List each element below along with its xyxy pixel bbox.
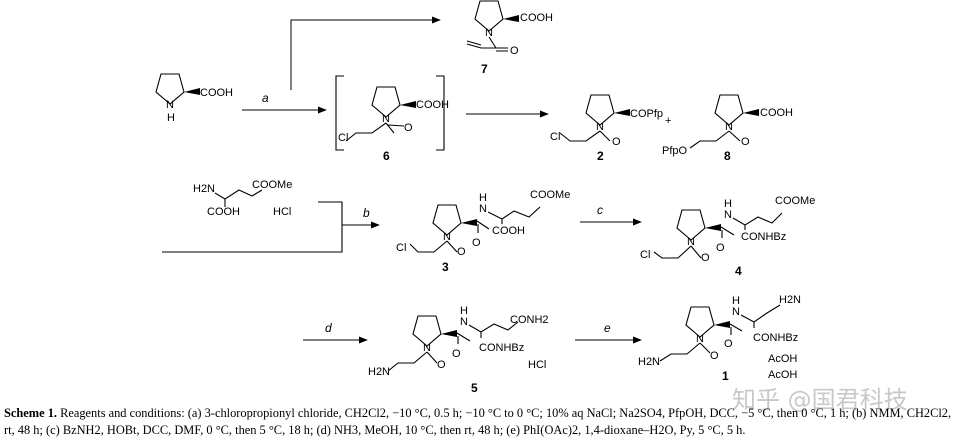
label-n: N (696, 333, 704, 345)
compound-number-2: 2 (597, 149, 604, 163)
label-coome: COOMe (252, 179, 292, 191)
label-n: N (596, 121, 604, 133)
compound-proline: COOH N H (155, 73, 233, 124)
reaction-scheme: COOH N O 7 COOH N H a COOH N O Cl 6 (155, 0, 815, 395)
caption-label: Scheme 1. (4, 406, 57, 420)
label-n: N (732, 306, 740, 318)
label-o: O (710, 350, 719, 362)
label-conh2: CONH2 (510, 314, 549, 326)
label-h2n: H2N (368, 366, 390, 378)
label-o: O (510, 45, 519, 57)
label-cl: Cl (550, 131, 560, 143)
label-n: N (382, 113, 390, 125)
label-o: O (472, 237, 481, 249)
label-o: O (741, 136, 750, 148)
label-hcl: HCl (273, 206, 291, 218)
compound-number-4: 4 (735, 264, 742, 278)
compound-number-7: 7 (481, 62, 488, 76)
watermark-text: 知乎 @国君科技 (732, 386, 908, 414)
label-h: H (732, 295, 740, 307)
label-acoh: AcOH (768, 369, 797, 381)
compound-number-1: 1 (722, 369, 729, 383)
label-coome: COOMe (530, 189, 570, 201)
label-n: N (166, 99, 174, 111)
label-cl: Cl (338, 132, 348, 144)
label-n: N (724, 209, 732, 221)
label-n: N (725, 121, 733, 133)
label-cooh: COOH (207, 206, 240, 218)
step-a-label: a (262, 91, 269, 105)
label-h: H (479, 192, 487, 204)
compound-4: N O H N COOMe CONHBz O Cl 4 (640, 195, 815, 278)
label-acoh: AcOH (768, 353, 797, 365)
step-e-label: e (604, 321, 611, 335)
label-n: N (423, 342, 431, 354)
label-h: H (724, 198, 732, 210)
compound-5: N O H N CONH2 CONHBz HCl O H2N 5 (368, 305, 549, 395)
label-cooh: COOH (760, 107, 793, 119)
label-h2n: H2N (779, 294, 801, 306)
label-h: H (460, 305, 468, 317)
step-c-label: c (597, 203, 603, 217)
label-conhbz: CONHBz (741, 231, 786, 243)
step-b-label: b (363, 206, 370, 220)
label-coome: COOMe (775, 195, 815, 207)
label-o: O (716, 242, 725, 254)
label-hcl: HCl (528, 359, 546, 371)
label-h: H (167, 112, 175, 124)
label-o: O (457, 246, 466, 258)
label-cooh: COOH (416, 99, 449, 111)
label-cl: Cl (640, 249, 650, 261)
label-o: O (404, 122, 413, 134)
label-o: O (452, 348, 461, 360)
label-h2n: H2N (638, 356, 660, 368)
label-n: N (485, 27, 493, 39)
compound-7: COOH N O 7 (466, 0, 553, 76)
compound-number-3: 3 (442, 260, 449, 274)
label-copfp: COPfp (630, 108, 663, 120)
compound-number-6: 6 (383, 149, 390, 163)
label-o: O (724, 338, 733, 350)
compound-number-8: 8 (724, 149, 731, 163)
watermark-logo: 知乎 @国君科技 (732, 386, 908, 414)
compound-3: N O H N COOMe COOH O Cl 3 (396, 189, 570, 274)
step-d-label: d (325, 321, 332, 335)
label-n: N (443, 231, 451, 243)
label-cooh: COOH (492, 225, 525, 237)
label-conhbz: CONHBz (479, 342, 524, 354)
label-conhbz: CONHBz (753, 332, 798, 344)
label-cl: Cl (396, 242, 406, 254)
compound-2: COPfp N O Cl 2 (550, 94, 663, 163)
compound-1: N O H N H2N CONHBz AcOH AcOH O H2N 1 (638, 294, 801, 383)
arrow-to-7 (290, 16, 441, 90)
label-o: O (437, 359, 446, 371)
compound-number-5: 5 (471, 381, 478, 395)
label-h2n: H2N (193, 183, 215, 195)
scheme-caption: Scheme 1. Reagents and conditions: (a) 3… (4, 405, 962, 439)
label-n: N (460, 316, 468, 328)
label-cooh: COOH (520, 12, 553, 24)
compound-8: COOH N O PfpO 8 (662, 94, 793, 163)
caption-text: Reagents and conditions: (a) 3-chloropro… (4, 406, 952, 437)
compound-glutamate-ester: H2N COOMe COOH HCl (193, 179, 292, 218)
compound-6: COOH N O Cl 6 (335, 75, 449, 163)
label-o: O (612, 136, 621, 148)
label-n: N (479, 203, 487, 215)
label-pfpo: PfpO (662, 145, 688, 157)
label-plus: + (665, 115, 671, 127)
label-n: N (687, 236, 695, 248)
route-line-b (162, 201, 343, 253)
label-cooh: COOH (200, 87, 233, 99)
label-o: O (701, 252, 710, 264)
